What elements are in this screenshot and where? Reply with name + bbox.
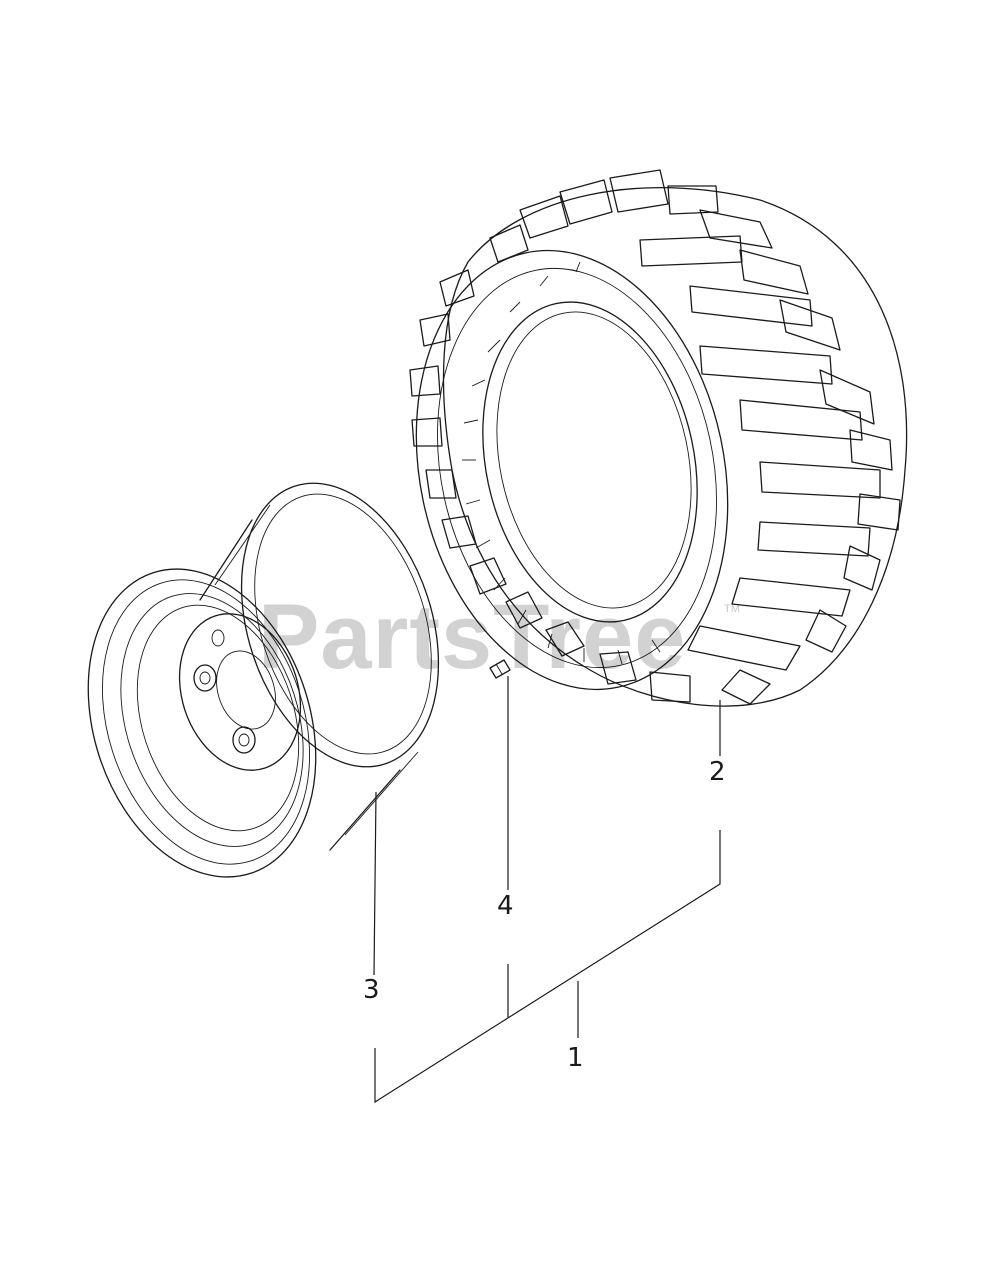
callout-3[interactable]: 3 bbox=[363, 975, 380, 1005]
valve-stem-drawing bbox=[489, 659, 511, 679]
watermark-text: PartsTree bbox=[258, 586, 686, 688]
leader-lines bbox=[373, 676, 721, 1104]
callout-4[interactable]: 4 bbox=[497, 891, 514, 921]
callout-1[interactable]: 1 bbox=[567, 1043, 584, 1073]
tire-drawing bbox=[409, 169, 908, 707]
callouts: 2 4 3 1 bbox=[363, 757, 726, 1073]
watermark-trademark: TM bbox=[724, 603, 740, 615]
callout-2[interactable]: 2 bbox=[709, 757, 726, 787]
rim-drawing bbox=[87, 482, 440, 878]
watermark: PartsTree TM bbox=[258, 586, 740, 688]
